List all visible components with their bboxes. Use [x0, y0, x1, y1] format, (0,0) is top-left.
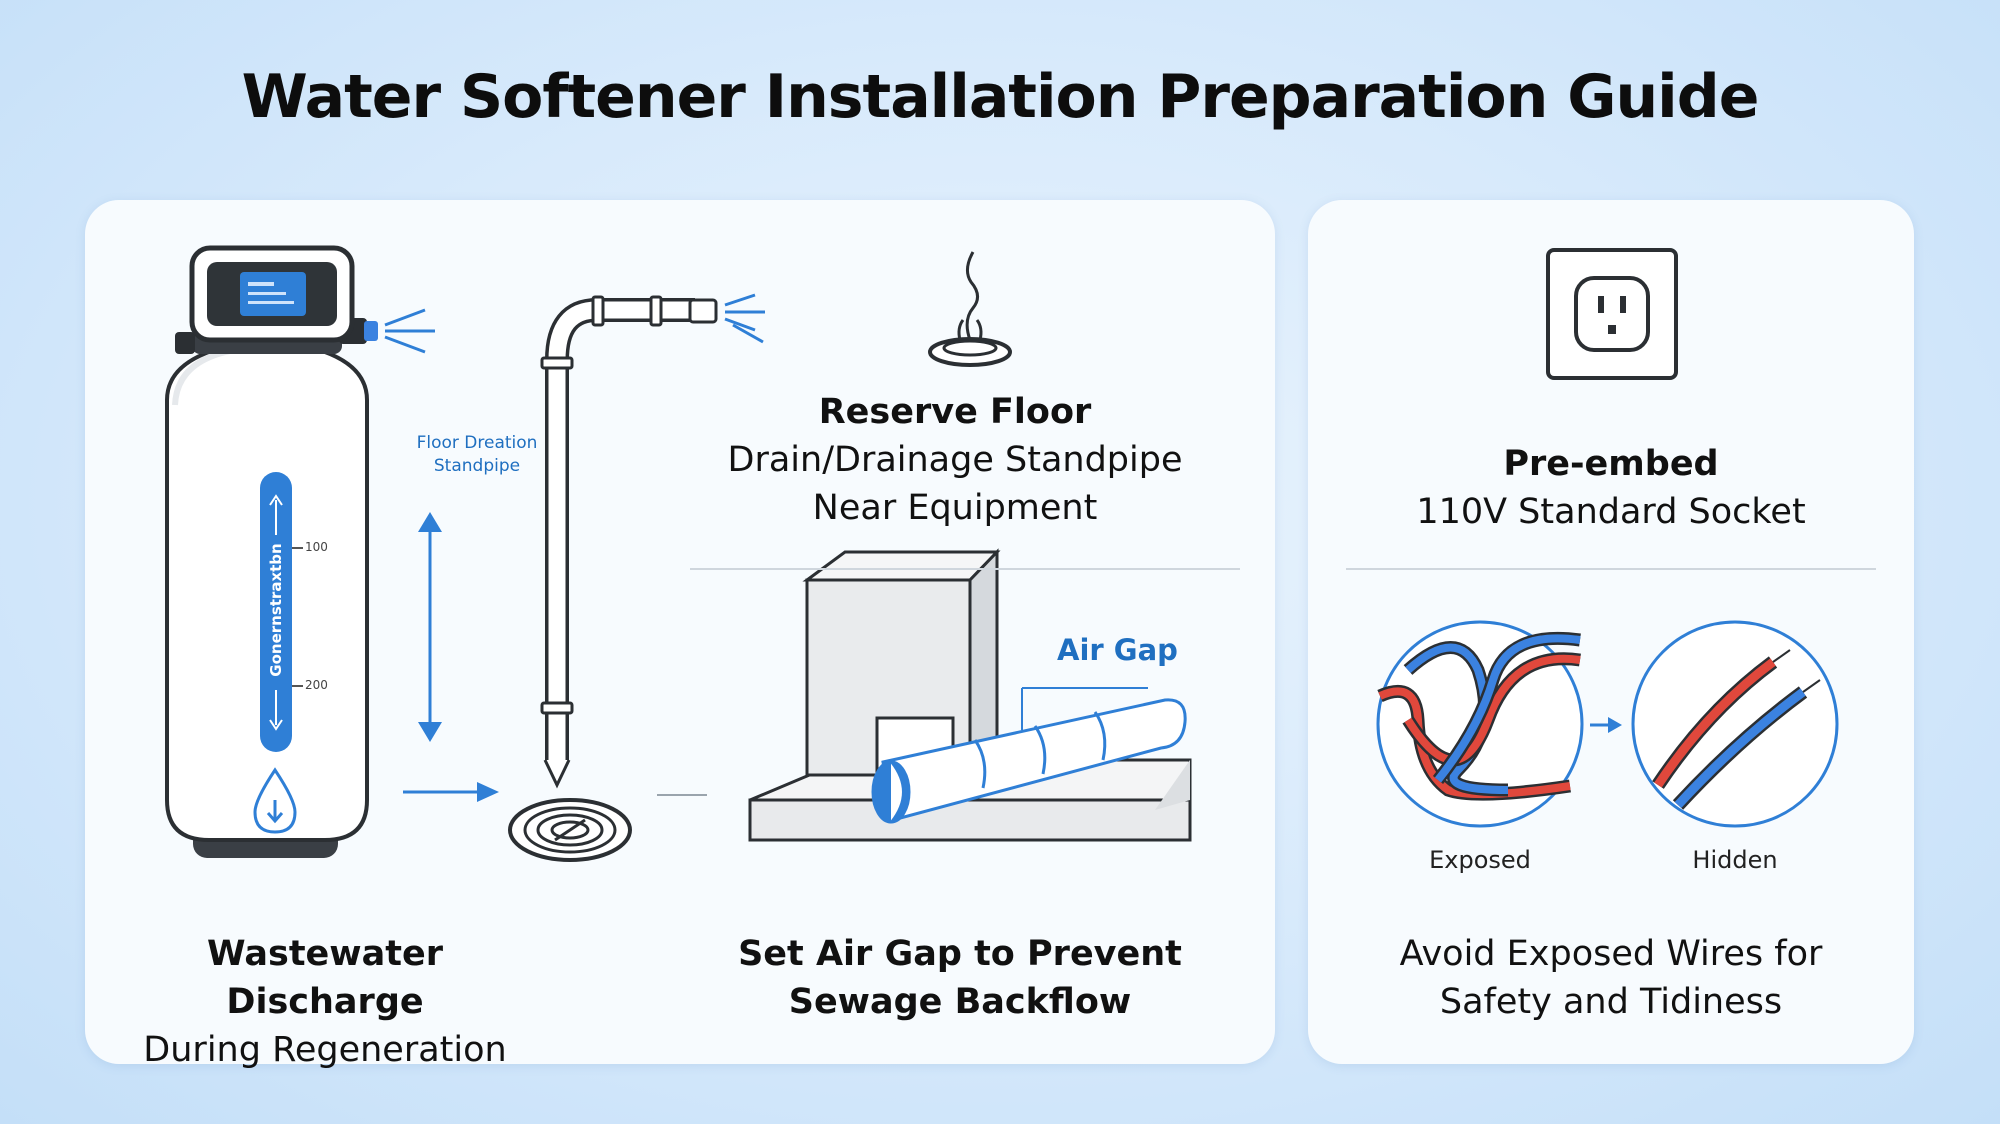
divider — [1346, 568, 1876, 570]
tank-vertical-label: Gonernstraxtbn — [267, 543, 285, 677]
hidden-wires-icon — [1631, 620, 1839, 828]
caption-socket: Pre-embed 110V Standard Socket — [1338, 440, 1884, 536]
installation-panel: Floor Dreation Standpipe Gonernstraxtbn … — [85, 200, 1275, 1070]
flow-arrow-icon — [403, 782, 499, 802]
water-softener-tank-icon — [165, 245, 435, 858]
tick-bottom-label: 200 — [305, 678, 328, 692]
standpipe-icon — [540, 293, 765, 789]
standpipe-label-line1: Floor Dreation — [416, 433, 538, 453]
air-gap-label: Air Gap — [1057, 633, 1178, 667]
caption-discharge-subtitle: During Regeneration — [143, 1030, 507, 1070]
caption-floor-drain: Reserve Floor Drain/Drainage Standpipe N… — [705, 388, 1205, 532]
double-arrow-icon — [418, 512, 442, 742]
caption-floor-line3: Near Equipment — [812, 488, 1098, 528]
caption-floor-title: Reserve Floor — [818, 392, 1092, 432]
standpipe-label: Floor Dreation Standpipe — [407, 432, 547, 478]
caption-socket-title: Pre-embed — [1503, 444, 1719, 484]
power-socket-icon — [1546, 248, 1678, 380]
caption-airgap-line2: Sewage Backflow — [788, 982, 1132, 1022]
divider — [690, 568, 1240, 570]
floor-drain-icon — [508, 798, 632, 862]
hidden-label: Hidden — [1692, 846, 1778, 874]
tick-top-label: 100 — [305, 540, 328, 554]
caption-discharge-title: Wastewater Discharge — [207, 934, 443, 1022]
arrow-right-icon — [1590, 717, 1622, 733]
electrical-panel: Pre-embed 110V Standard Socket Exposed H… — [1308, 200, 1914, 1064]
caption-air-gap: Set Air Gap to Prevent Sewage Backflow — [725, 930, 1195, 1026]
caption-discharge: Wastewater Discharge During Regeneration — [125, 930, 525, 1074]
caption-socket-subtitle: 110V Standard Socket — [1416, 492, 1806, 532]
caption-wires-line1: Avoid Exposed Wires for — [1399, 934, 1823, 974]
left-panel-illustrations — [165, 245, 1192, 862]
air-gap-box-icon — [748, 548, 1192, 842]
right-panel-illustrations — [1376, 248, 1839, 828]
caption-airgap-line1: Set Air Gap to Prevent — [738, 934, 1182, 974]
steam-drain-icon — [928, 251, 1012, 367]
caption-wires-line2: Safety and Tidiness — [1439, 982, 1783, 1022]
caption-wires: Avoid Exposed Wires for Safety and Tidin… — [1338, 930, 1884, 1026]
page-title: Water Softener Installation Preparation … — [241, 62, 1760, 132]
caption-floor-line2: Drain/Drainage Standpipe — [727, 440, 1183, 480]
exposed-label: Exposed — [1429, 846, 1531, 874]
exposed-wires-icon — [1376, 620, 1584, 828]
standpipe-label-line2: Standpipe — [433, 456, 521, 476]
